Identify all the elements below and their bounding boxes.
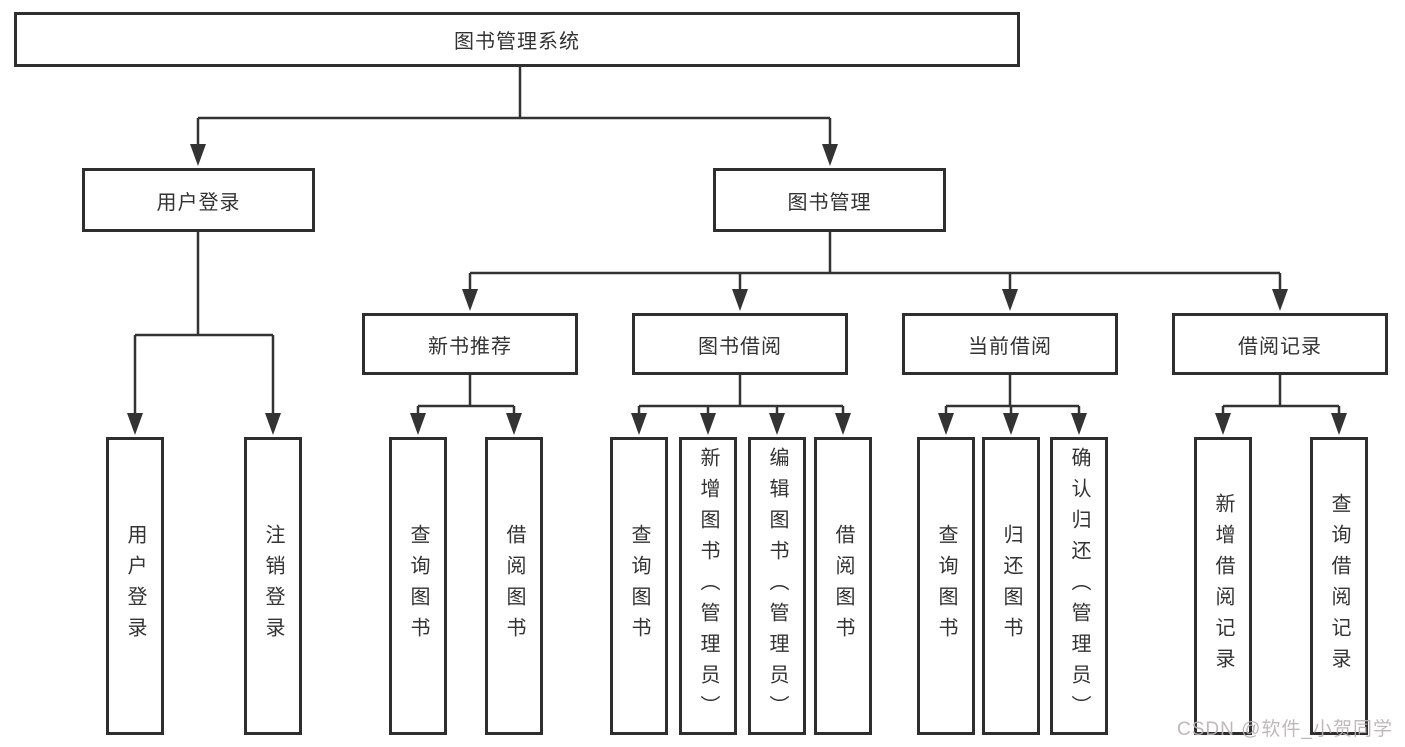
leaf-user-login: 用户登录	[106, 437, 164, 735]
connector-userlogin-to-leaves	[127, 232, 281, 435]
node-book-management: 图书管理	[713, 168, 946, 232]
node-book-borrow: 图书借阅	[632, 313, 848, 375]
leaf-edit-books-admin: 编辑图书（管理员）	[748, 437, 806, 735]
leaf-borrow-books-recommend: 借阅图书	[485, 437, 543, 735]
connector-bookmgmt-to-level3	[462, 232, 1288, 311]
leaf-confirm-return-admin: 确认归还（管理员）	[1050, 437, 1108, 735]
leaf-return-books: 归还图书	[982, 437, 1040, 735]
leaf-query-books-borrow: 查询图书	[610, 437, 668, 735]
leaf-logout: 注销登录	[244, 437, 302, 735]
connector-bookborrow-to-leaves	[631, 375, 851, 435]
leaf-add-borrow-record: 新增借阅记录	[1194, 437, 1252, 735]
node-new-book-recommend: 新书推荐	[362, 313, 578, 375]
connector-root-to-level2	[190, 67, 838, 166]
connector-newbook-to-leaves	[410, 375, 522, 435]
node-current-borrow: 当前借阅	[902, 313, 1118, 375]
leaf-query-books-recommend: 查询图书	[389, 437, 447, 735]
connector-currentborrow-to-leaves	[938, 375, 1087, 435]
node-user-login: 用户登录	[82, 168, 315, 232]
connector-borrowrecord-to-leaves	[1215, 375, 1347, 435]
csdn-watermark: CSDN @软件_小贺同学	[1177, 719, 1393, 740]
node-library-management-system: 图书管理系统	[14, 12, 1020, 67]
leaf-query-borrow-record: 查询借阅记录	[1310, 437, 1368, 735]
leaf-query-books-current: 查询图书	[917, 437, 975, 735]
leaf-add-books-admin: 新增图书（管理员）	[679, 437, 737, 735]
node-borrow-record: 借阅记录	[1172, 313, 1388, 375]
leaf-borrow-books: 借阅图书	[814, 437, 872, 735]
